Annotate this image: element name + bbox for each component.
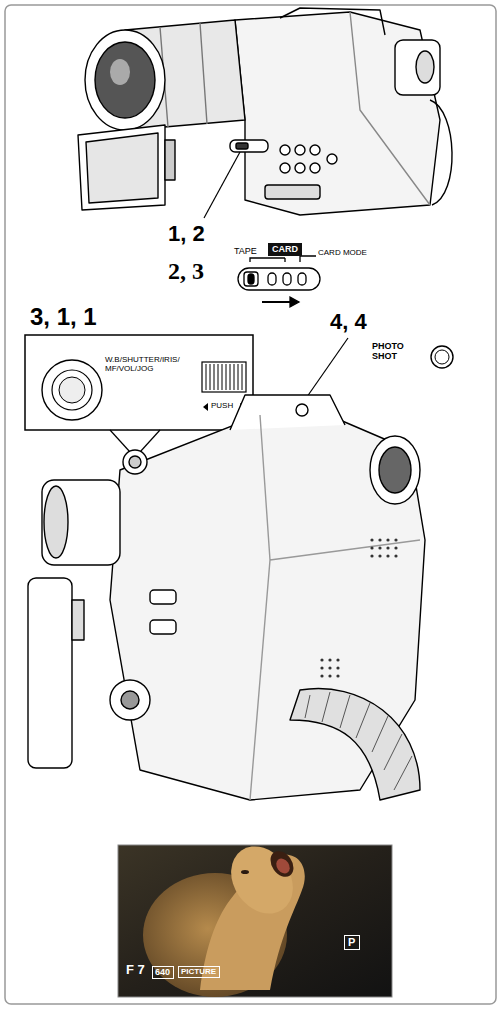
camcorder-rear-view xyxy=(28,395,425,800)
node-text: PICTURE xyxy=(181,967,217,976)
mode-switch-detail xyxy=(238,256,320,307)
node-text: CARD xyxy=(272,244,298,254)
f-number: F 7 xyxy=(126,963,145,978)
push-label: PUSH xyxy=(211,401,233,410)
leader-line xyxy=(204,152,240,218)
callout-number: 3, 1, 1 xyxy=(30,304,97,330)
button-label: PHOTO SHOT xyxy=(372,342,416,362)
callout-inset: W.B/SHUTTER/IRIS/ MF/VOL/JOG PUSH xyxy=(25,335,253,430)
camcorder-top-view xyxy=(78,8,452,215)
callout-number: 2, 3 xyxy=(168,258,204,284)
control-label: W.B/SHUTTER/IRIS/ MF/VOL/JOG xyxy=(105,355,205,373)
size-indicator: 640 xyxy=(152,966,174,979)
lcd-screen: F 7 P 640 PICTURE xyxy=(118,845,392,997)
node-text: P xyxy=(348,936,356,949)
callout-number: 4, 4 xyxy=(330,310,367,334)
mode-indicator: CARD xyxy=(268,243,302,256)
page-frame xyxy=(5,5,496,1004)
callout-number: 1, 2 xyxy=(168,222,205,246)
screen-photo xyxy=(118,834,392,997)
dial-detail xyxy=(25,335,253,430)
mode-icon: P xyxy=(344,935,360,950)
photo-shot-button xyxy=(431,346,453,368)
speaker-grille xyxy=(320,538,397,677)
switch-label: CARD MODE xyxy=(318,249,367,258)
node-text: 640 xyxy=(155,967,171,977)
quality-indicator: PICTURE xyxy=(178,966,220,978)
switch-label: TAPE xyxy=(234,247,257,257)
